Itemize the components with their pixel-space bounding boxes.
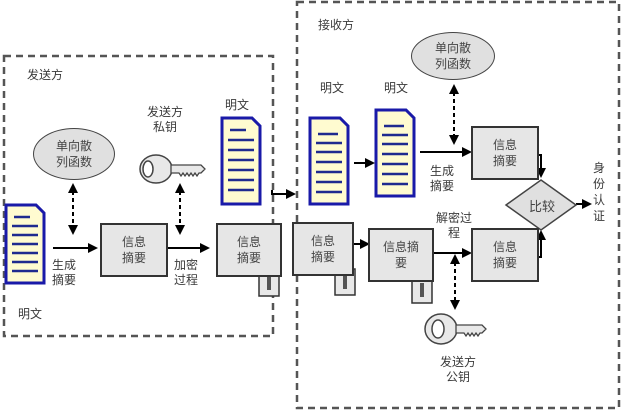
sender-encrypt-label: 加密 过程 bbox=[174, 258, 199, 287]
sender-container bbox=[2, 54, 275, 338]
sender-plaintext-label: 明文 bbox=[18, 307, 43, 321]
sender-private-key-label: 发送方 私钥 bbox=[147, 105, 184, 134]
sender-plaintext-top-label: 明文 bbox=[225, 98, 250, 112]
sender-digest-box: 信息 摘要 bbox=[100, 223, 168, 277]
document-icon bbox=[374, 108, 416, 198]
sender-hash-function: 单向散 列函数 bbox=[33, 128, 115, 180]
document-icon bbox=[220, 116, 262, 206]
document-icon bbox=[308, 116, 350, 206]
receiver-hash-function: 单向散 列函数 bbox=[411, 32, 495, 80]
auth-result-label: 身 份 认 证 bbox=[593, 161, 606, 223]
receiver-received-digest-box: 信息 摘要 bbox=[292, 222, 354, 276]
document-icon bbox=[4, 203, 46, 285]
receiver-title: 接收方 bbox=[318, 18, 355, 32]
receiver-digest-top-box: 信息 摘要 bbox=[471, 126, 539, 180]
receiver-public-key-label: 发送方 公钥 bbox=[440, 355, 477, 384]
receiver-plaintext-label-2: 明文 bbox=[384, 81, 409, 95]
compare-label: 比较 bbox=[528, 200, 555, 215]
receiver-plaintext-label-1: 明文 bbox=[320, 81, 345, 95]
public-key-icon bbox=[424, 313, 487, 345]
receiver-generate-digest-label: 生成 摘要 bbox=[430, 164, 455, 193]
private-key-icon bbox=[139, 154, 206, 184]
sender-generate-digest-label: 生成 摘要 bbox=[52, 258, 77, 287]
receiver-decrypt-label: 解密过 程 bbox=[436, 211, 473, 240]
receiver-digest-bottom-box: 信息 摘要 bbox=[471, 228, 539, 282]
sender-encrypted-digest-box: 信息 摘要 bbox=[216, 223, 282, 277]
compare-diamond bbox=[504, 179, 578, 231]
sender-title: 发送方 bbox=[27, 68, 64, 82]
arrow-transmit bbox=[271, 189, 296, 199]
receiver-encrypted-digest-box: 信息摘 要 bbox=[368, 228, 434, 282]
receiver-container bbox=[295, 0, 621, 410]
